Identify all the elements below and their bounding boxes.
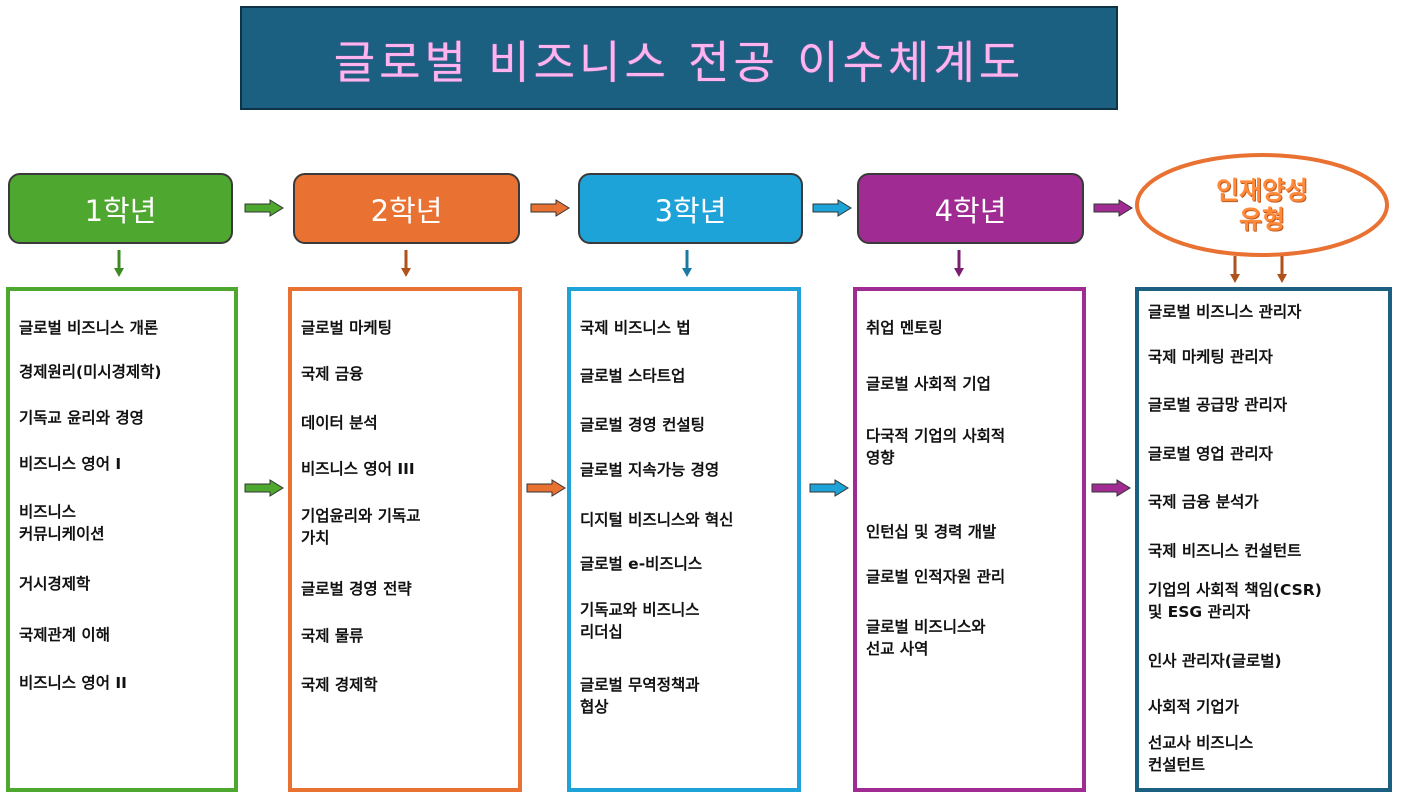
list-item: 다국적 기업의 사회적 영향 bbox=[866, 427, 1006, 467]
year-3-box: 3학년 bbox=[578, 173, 803, 244]
list-item: 사회적 기업가 bbox=[1148, 698, 1239, 716]
year-3-label: 3학년 bbox=[654, 193, 727, 228]
ellipse-shape bbox=[1135, 153, 1389, 257]
year-4-box: 4학년 bbox=[857, 173, 1084, 244]
list-item: 비즈니스 영어 I bbox=[19, 455, 122, 473]
list-item: 글로벌 e-비즈니스 bbox=[580, 555, 703, 573]
list-item: 글로벌 사회적 기업 bbox=[866, 375, 991, 393]
list-item: 거시경제학 bbox=[19, 575, 91, 593]
page-title: 글로벌 비즈니스 전공 이수체계도 bbox=[333, 35, 1025, 89]
right-arrow-icon bbox=[244, 199, 284, 217]
list-item: 인턴십 및 경력 개발 bbox=[866, 523, 997, 541]
down-arrow-icon bbox=[954, 250, 964, 277]
down-arrow-icon bbox=[114, 250, 124, 277]
list-item: 비즈니스 커뮤니케이션 bbox=[19, 503, 105, 543]
down-arrow-icon bbox=[682, 250, 692, 277]
right-arrow-icon bbox=[1091, 479, 1131, 497]
list-item: 기독교와 비즈니스 리더십 bbox=[580, 601, 700, 641]
list-item: 글로벌 비즈니스 관리자 bbox=[1148, 303, 1302, 321]
list-item: 선교사 비즈니스 컨설턴트 bbox=[1148, 734, 1254, 774]
list-item: 디지털 비즈니스와 혁신 bbox=[580, 511, 734, 529]
right-arrow-icon bbox=[809, 479, 849, 497]
list-item: 데이터 분석 bbox=[301, 414, 378, 432]
list-item: 경제원리(미시경제학) bbox=[19, 363, 162, 381]
list-item: 비즈니스 영어 III bbox=[301, 460, 415, 478]
list-item: 글로벌 공급망 관리자 bbox=[1148, 396, 1288, 414]
list-item: 글로벌 영업 관리자 bbox=[1148, 445, 1273, 463]
right-arrow-icon bbox=[812, 199, 852, 217]
list-item: 비즈니스 영어 II bbox=[19, 674, 127, 692]
year-2-label: 2학년 bbox=[370, 193, 443, 228]
year-1-label: 1학년 bbox=[84, 193, 157, 228]
list-item: 국제 물류 bbox=[301, 627, 364, 645]
list-item: 글로벌 경영 컨설팅 bbox=[580, 416, 705, 434]
year-2-box: 2학년 bbox=[293, 173, 520, 244]
list-item: 국제 비즈니스 컨설턴트 bbox=[1148, 542, 1302, 560]
list-item: 글로벌 스타트업 bbox=[580, 367, 686, 385]
list-item: 국제 마케팅 관리자 bbox=[1148, 348, 1273, 366]
down-arrow-icon bbox=[1230, 256, 1240, 283]
list-item: 글로벌 지속가능 경영 bbox=[580, 461, 720, 479]
list-item: 기업의 사회적 책임(CSR) 및 ESG 관리자 bbox=[1148, 581, 1322, 621]
right-arrow-icon bbox=[526, 479, 566, 497]
list-item: 기독교 윤리와 경영 bbox=[19, 409, 144, 427]
talent-type-label: 인재양성 유형 bbox=[1215, 176, 1308, 234]
list-item: 국제 금융 분석가 bbox=[1148, 493, 1259, 511]
list-item: 국제 금융 bbox=[301, 365, 364, 383]
list-item: 인사 관리자(글로벌) bbox=[1148, 652, 1282, 670]
list-item: 취업 멘토링 bbox=[866, 319, 943, 337]
down-arrow-icon bbox=[1277, 256, 1287, 283]
list-item: 국제 경제학 bbox=[301, 676, 378, 694]
right-arrow-icon bbox=[530, 199, 570, 217]
talent-type-ellipse: 인재양성 유형 bbox=[1134, 152, 1390, 258]
list-item: 글로벌 인적자원 관리 bbox=[866, 568, 1006, 586]
list-item: 국제관계 이해 bbox=[19, 626, 110, 644]
year-4-label: 4학년 bbox=[934, 193, 1007, 228]
list-item: 글로벌 경영 전략 bbox=[301, 580, 412, 598]
year-1-box: 1학년 bbox=[8, 173, 233, 244]
list-item: 기업윤리와 기독교 가치 bbox=[301, 507, 421, 547]
list-item: 글로벌 비즈니스와 선교 사역 bbox=[866, 618, 986, 658]
down-arrow-icon bbox=[401, 250, 411, 277]
list-item: 글로벌 마케팅 bbox=[301, 319, 392, 337]
list-item: 국제 비즈니스 법 bbox=[580, 319, 691, 337]
list-item: 글로벌 무역정책과 협상 bbox=[580, 676, 700, 716]
title-banner: 글로벌 비즈니스 전공 이수체계도 bbox=[240, 6, 1118, 110]
right-arrow-icon bbox=[244, 479, 284, 497]
right-arrow-icon bbox=[1093, 199, 1133, 217]
list-item: 글로벌 비즈니스 개론 bbox=[19, 319, 159, 337]
